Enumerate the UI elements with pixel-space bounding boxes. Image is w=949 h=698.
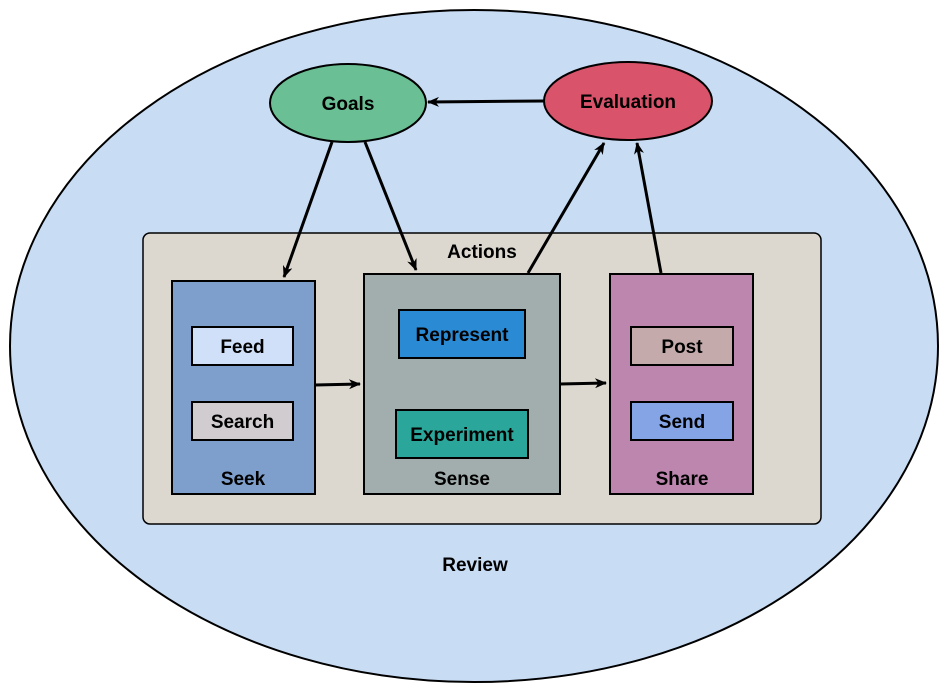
goals-ellipse bbox=[269, 63, 427, 143]
share-stage-box bbox=[609, 273, 754, 495]
represent-box bbox=[398, 309, 526, 359]
post-label: Post bbox=[661, 337, 703, 358]
send-label: Send bbox=[659, 412, 705, 433]
seek-stage-box bbox=[171, 280, 316, 495]
post-box bbox=[630, 326, 734, 366]
feed-label: Feed bbox=[220, 337, 264, 358]
goals-label: Goals bbox=[322, 94, 375, 115]
send-box bbox=[630, 401, 734, 441]
arrow-goals-to-seek bbox=[282, 141, 334, 278]
arrow-seek-to-sense bbox=[314, 379, 361, 390]
arrow-share-to-evaluation bbox=[634, 142, 663, 274]
evaluation-label: Evaluation bbox=[580, 92, 676, 113]
arrow-evaluation-to-goals bbox=[427, 96, 545, 107]
arrow-sense-to-share bbox=[559, 378, 607, 389]
share-label: Share bbox=[656, 469, 709, 490]
actions-label: Actions bbox=[447, 242, 517, 263]
review-label: Review bbox=[442, 555, 508, 576]
sense-stage-box bbox=[363, 273, 561, 495]
search-label: Search bbox=[211, 412, 274, 433]
experiment-label: Experiment bbox=[410, 425, 514, 446]
arrow-sense-to-evaluation bbox=[526, 142, 606, 274]
feed-box bbox=[191, 326, 294, 366]
arrow-goals-to-sense bbox=[363, 141, 418, 271]
seek-label: Seek bbox=[221, 469, 266, 490]
sense-label: Sense bbox=[434, 469, 490, 490]
search-box bbox=[191, 401, 294, 441]
represent-label: Represent bbox=[416, 325, 510, 346]
experiment-box bbox=[395, 409, 529, 459]
